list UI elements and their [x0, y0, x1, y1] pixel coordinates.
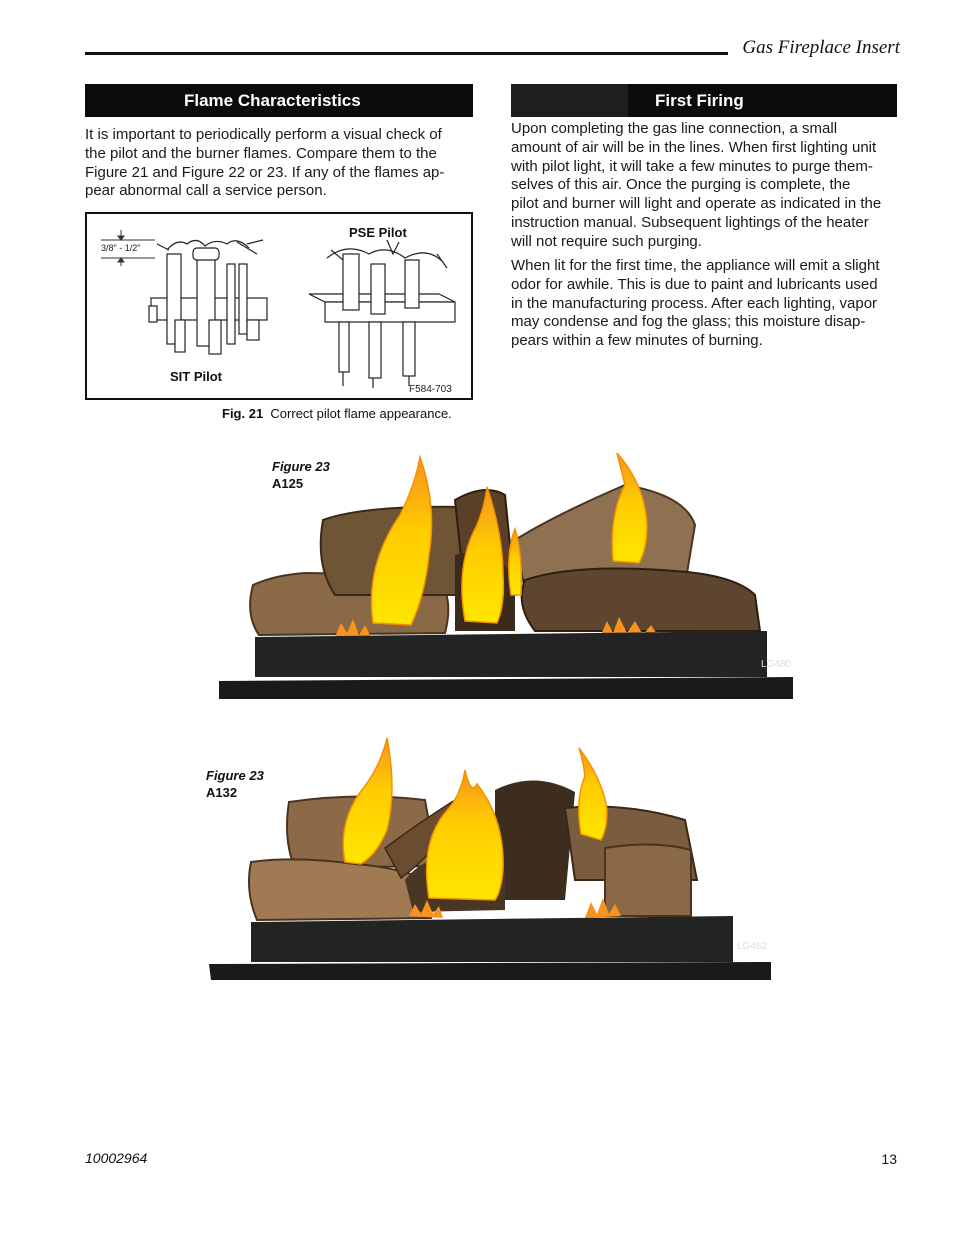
text-line: pilot and burner will light and operate … [511, 195, 882, 213]
flame [508, 526, 523, 596]
flame [611, 452, 648, 564]
text-line: When lit for the first time, the applian… [511, 257, 880, 274]
running-title: Gas Fireplace Insert [742, 37, 900, 58]
caption-text: Correct pilot flame appearance. [270, 406, 452, 421]
text-line: will not require such purging. [511, 232, 702, 250]
dimension-label: 3/8" - 1/2" [101, 243, 141, 253]
sit-pilot-label: SIT Pilot [170, 369, 222, 384]
document-number: 10002964 [85, 1150, 148, 1166]
flame [461, 486, 505, 624]
logset-a132-svg [209, 737, 771, 980]
flame-characteristics-paragraph: It is important to periodically perform … [85, 126, 465, 201]
text-line: in the manufacturing process. After each… [511, 294, 878, 312]
text-line: odor for awhile. This is due to paint an… [511, 275, 878, 293]
log [604, 843, 692, 917]
flame [342, 737, 393, 865]
figure-21-pilot-diagram: 3/8" - 1/2" PSE Pilot SIT Pilot F584-703 [85, 212, 473, 400]
dimension-marker [101, 230, 155, 266]
text-line: may condense and fog the glass; this moi… [511, 313, 866, 331]
sit-pilot-drawing [148, 239, 268, 355]
log [520, 567, 762, 632]
figure-23-a125-label: Figure 23 A125 [272, 458, 330, 492]
figure-tag: Figure 23 [272, 459, 330, 474]
logset-code: LG480 [761, 659, 792, 670]
logset-code: LG482 [737, 941, 768, 952]
figure-code: F584-703 [409, 384, 452, 395]
text-line: pears within a few minutes of burning. [511, 332, 763, 350]
pse-pilot-drawing [308, 239, 456, 388]
text-line: Figure 21 and Figure 22 or 23. If any of… [85, 163, 445, 181]
header-rule [85, 52, 728, 55]
log [495, 780, 575, 900]
model-name: A132 [206, 785, 238, 800]
title-bar-stub [511, 84, 628, 117]
flame [425, 769, 504, 901]
pse-pilot-label: PSE Pilot [349, 225, 407, 240]
burner-front [251, 916, 733, 962]
ember-flame [335, 619, 371, 637]
ember-flame [409, 900, 443, 918]
section-title-text: First Firing [655, 91, 744, 110]
figure-23-a125-logset: Figure 23 A125 LG480 [215, 445, 797, 705]
burner-front [255, 631, 767, 677]
text-line: instruction manual. Subsequent lightings… [511, 213, 869, 231]
text-line: with pilot light, it will take a few min… [511, 157, 873, 175]
first-firing-paragraph-1: Upon completing the gas line connection,… [511, 120, 899, 252]
ember-flame [585, 898, 621, 918]
text-line: pear abnormal call a service person. [85, 182, 327, 200]
text-line: amount of air will be in the lines. When… [511, 138, 877, 156]
caption-prefix: Fig. 21 [222, 406, 264, 421]
figure-23-a132-logset: Figure 23 A132 LG482 [205, 730, 777, 985]
pilot-diagram-svg [101, 230, 456, 388]
figure-tag: Figure 23 [206, 768, 264, 783]
figure-23-a132-label: Figure 23 A132 [206, 767, 264, 801]
flame [578, 747, 608, 841]
burner-base [209, 962, 771, 980]
ember-flame [600, 617, 659, 637]
text-line: selves of this air. Once the purging is … [511, 176, 851, 194]
figure-21-caption: Fig. 21 Correct pilot flame appearance. [222, 406, 452, 421]
log [248, 858, 437, 922]
model-name: A125 [272, 476, 304, 491]
burner-base [219, 677, 793, 699]
text-line: the pilot and the burner flames. Compare… [85, 144, 437, 162]
flame [370, 454, 433, 626]
first-firing-paragraph-2: When lit for the first time, the applian… [511, 257, 899, 351]
section-title-flame-characteristics: Flame Characteristics [85, 84, 473, 117]
section-title-first-firing: First Firing [511, 84, 897, 117]
logset-a125-svg [219, 452, 793, 699]
page-number: 13 [881, 1151, 897, 1167]
text-line: Upon completing the gas line connection,… [511, 120, 838, 137]
text-line: It is important to periodically perform … [85, 126, 442, 143]
